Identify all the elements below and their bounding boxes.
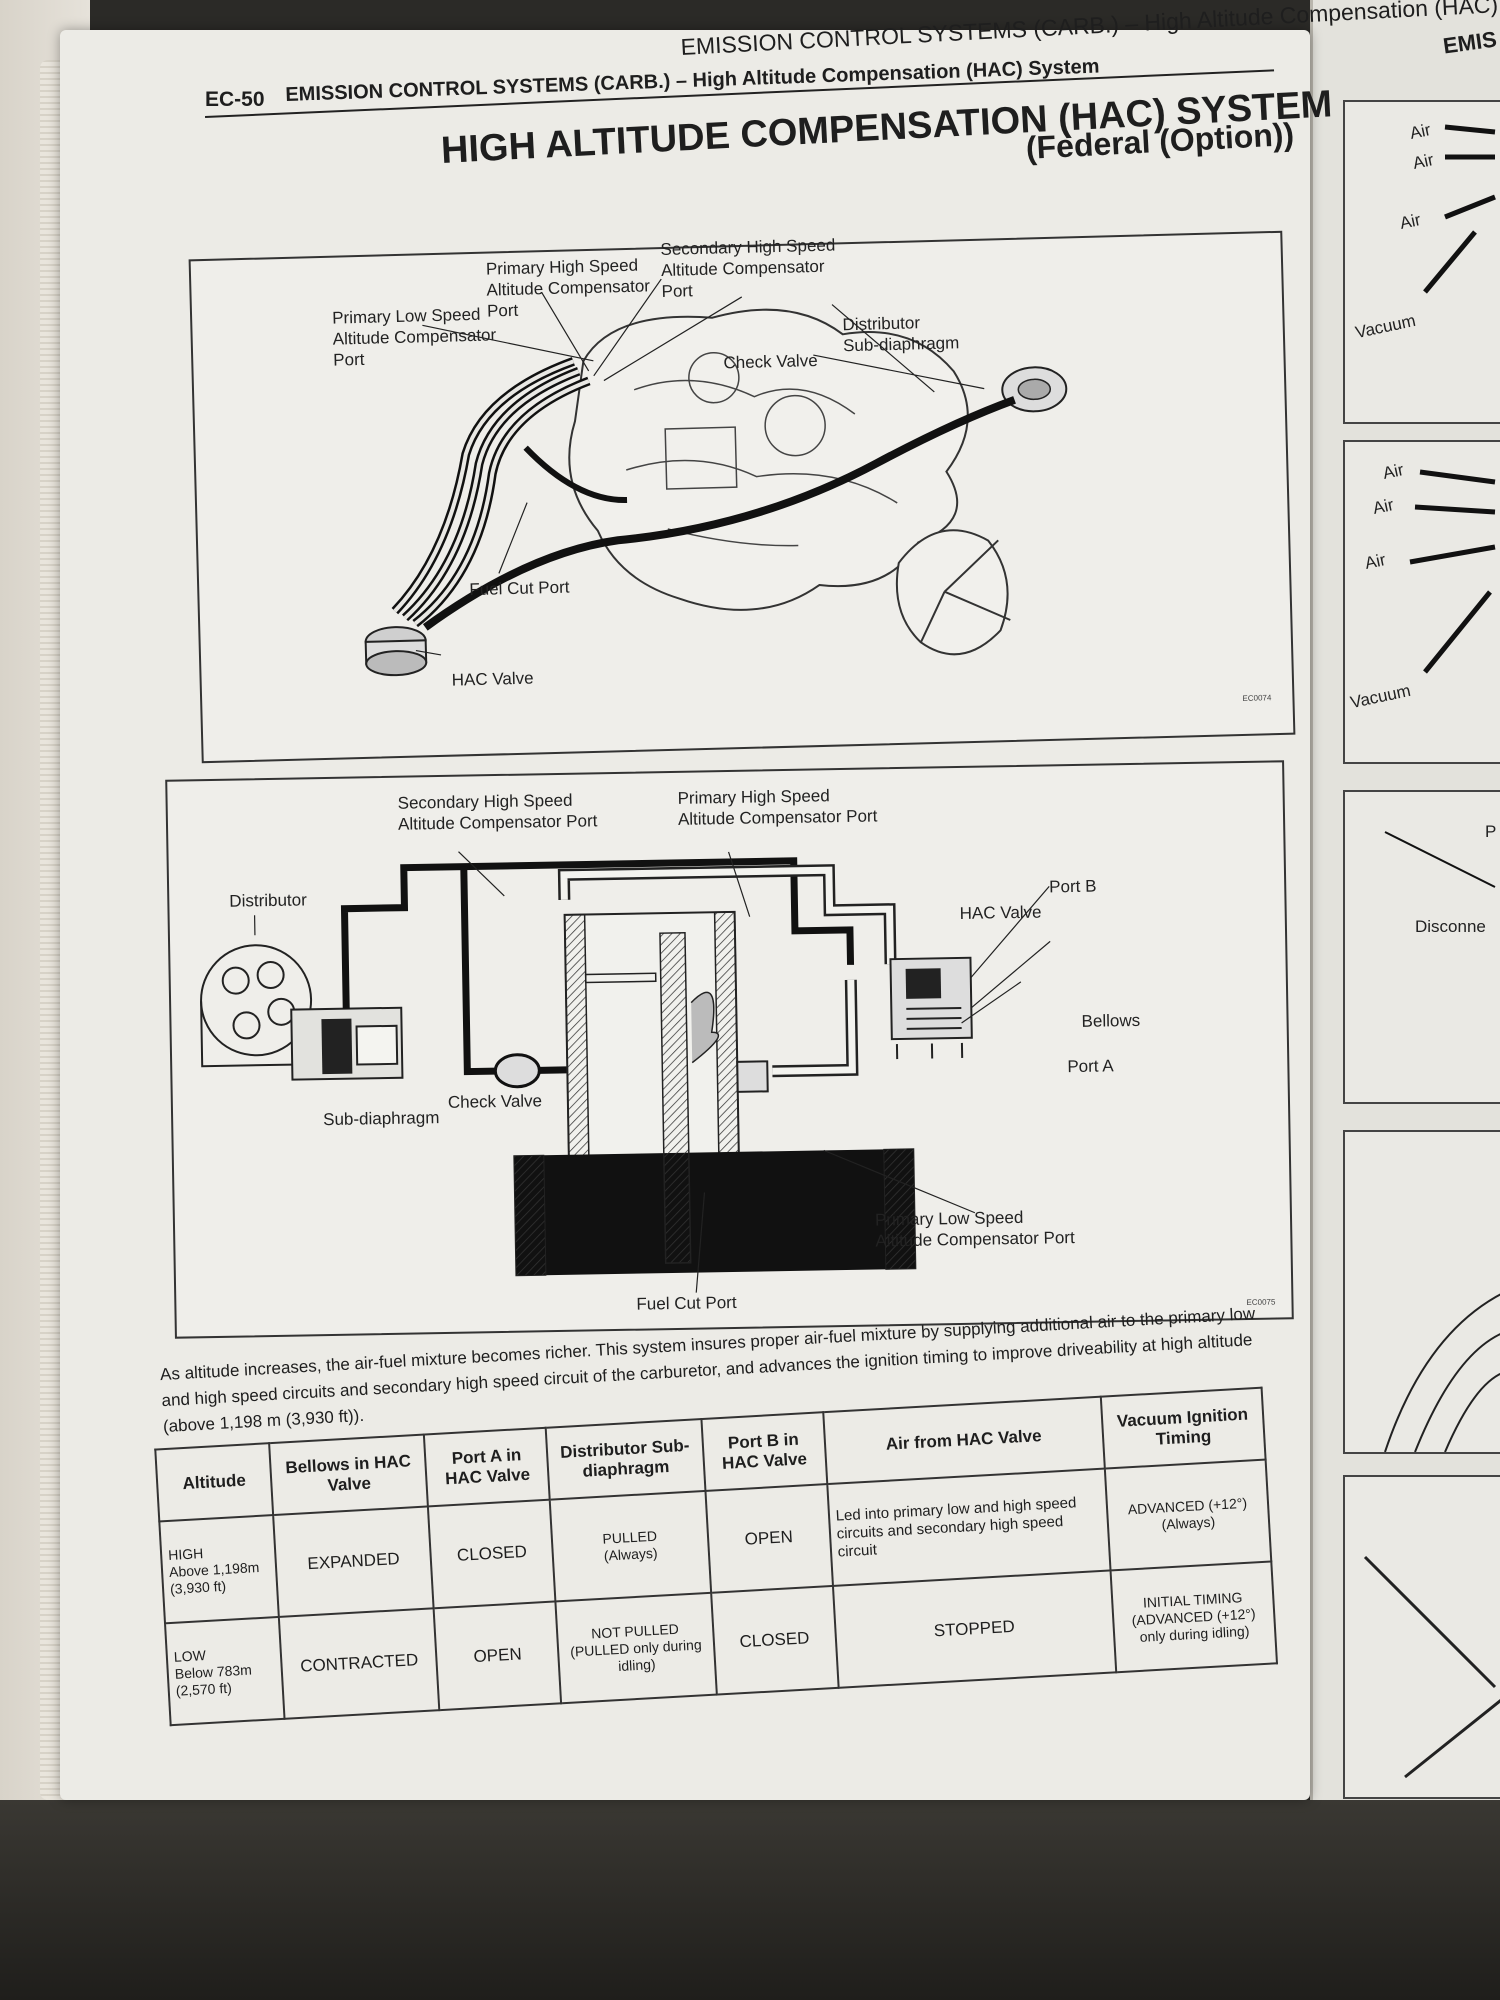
table-header: Vacuum Ignition Timing xyxy=(1100,1387,1266,1469)
engine-illustration xyxy=(364,278,1068,677)
label-check-valve: Check Valve xyxy=(447,1091,543,1112)
facing-label: Air xyxy=(1411,150,1436,173)
facing-figure-5 xyxy=(1343,1475,1500,1799)
background-floor xyxy=(0,1800,1500,2000)
facing-figure-2: Air Air Air Vacuum xyxy=(1343,440,1500,764)
table-cell: Led into primary low and high speed circ… xyxy=(826,1468,1111,1586)
facing-figure-3: P Disconne xyxy=(1343,790,1500,1104)
altitude-range: Above 1,198m (3,930 ft) xyxy=(168,1558,260,1597)
table-header: Altitude xyxy=(155,1443,274,1522)
hac-schematic-diagram: Secondary High Speed Altitude Compensato… xyxy=(165,760,1294,1339)
label-hac-valve: HAC Valve xyxy=(451,668,534,690)
table-cell: OPEN xyxy=(434,1601,562,1711)
sub-diaphragm-note: (PULLED only during idling) xyxy=(569,1635,703,1674)
facing-arrows-2 xyxy=(1409,469,1496,674)
table-cell: OPEN xyxy=(704,1484,833,1593)
label-primary-low-port: Primary Low Speed Altitude Compensator P… xyxy=(331,304,497,370)
hac-schematic xyxy=(200,851,1051,1293)
facing-page: EMIS Air Air Air Vacuum Air Air Air Vacu… xyxy=(1310,0,1500,1800)
table-cell: PULLED (Always) xyxy=(549,1490,711,1602)
facing-label: Air xyxy=(1398,210,1423,233)
label-bellows: Bellows xyxy=(1081,1010,1141,1031)
facing-label: Disconne xyxy=(1415,917,1486,936)
table-cell: INITIAL TIMING (ADVANCED (+12°) only dur… xyxy=(1110,1561,1277,1673)
facing-figure-4 xyxy=(1343,1130,1500,1454)
label-distributor: Distributor xyxy=(229,890,307,911)
table-header: Distributor Sub-diaphragm xyxy=(545,1419,705,1500)
label-port-a: Port A xyxy=(1067,1056,1114,1077)
page-number: EC-50 xyxy=(205,88,265,111)
label-secondary-high-port: Secondary High Speed Altitude Compensato… xyxy=(660,235,836,302)
altitude-range: Below 783m (2,570 ft) xyxy=(174,1661,253,1699)
label-fuel-cut-port: Fuel Cut Port xyxy=(469,577,570,600)
table-cell: EXPANDED xyxy=(273,1506,435,1617)
table-cell: CLOSED xyxy=(710,1585,839,1695)
facing-arrows-1 xyxy=(1423,124,1496,294)
label-sub-diaphragm: Sub-diaphragm xyxy=(322,1108,440,1130)
label-hac-valve: HAC Valve xyxy=(959,902,1042,923)
facing-label: Air xyxy=(1381,460,1406,483)
label-fuel-cut-port: Fuel Cut Port xyxy=(636,1292,737,1314)
table-cell: ADVANCED (+12°) (Always) xyxy=(1104,1459,1272,1571)
facing-arrows-3 xyxy=(1384,831,1496,888)
facing-label: Air xyxy=(1371,495,1396,518)
facing-drawing-4 xyxy=(1384,1293,1500,1453)
label-port-b: Port B xyxy=(1049,876,1097,897)
timing-note: (ADVANCED (+12°) only during idling) xyxy=(1131,1604,1256,1645)
table-header: Port A in HAC Valve xyxy=(424,1427,550,1507)
table-cell-altitude: HIGH Above 1,198m (3,930 ft) xyxy=(159,1515,279,1624)
label-primary-high-port: Primary High Speed Altitude Compensator … xyxy=(485,255,651,321)
label-secondary-high-port: Secondary High Speed Altitude Compensato… xyxy=(397,790,598,834)
facing-drawing-5 xyxy=(1363,1555,1500,1779)
table-cell: STOPPED xyxy=(832,1570,1116,1688)
table-cell: NOT PULLED (PULLED only during idling) xyxy=(555,1592,717,1704)
facing-label: Air xyxy=(1363,550,1388,573)
table-cell-altitude: LOW Below 783m (2,570 ft) xyxy=(165,1616,285,1726)
table-cell: CLOSED xyxy=(428,1499,556,1609)
hac-operation-table: Altitude Bellows in HAC Valve Port A in … xyxy=(154,1387,1278,1727)
facing-label: P xyxy=(1485,822,1497,841)
label-primary-low-port: Primary Low Speed Altitude Compensator P… xyxy=(874,1207,1075,1251)
label-distributor-sub-diaphragm: Distributor Sub-diaphragm xyxy=(842,313,960,356)
figure-code: EC0074 xyxy=(1242,693,1272,703)
facing-page-header: EMIS xyxy=(1441,26,1499,59)
label-check-valve: Check Valve xyxy=(723,350,818,373)
facing-label: Air xyxy=(1408,120,1433,143)
table-cell: CONTRACTED xyxy=(278,1608,440,1719)
engine-routing-diagram: Primary Low Speed Altitude Compensator P… xyxy=(188,230,1296,764)
label-primary-high-port: Primary High Speed Altitude Compensator … xyxy=(677,786,878,829)
description-and-table: As altitude increases, the air-fuel mixt… xyxy=(145,1292,1293,1794)
table-header: Port B in HAC Valve xyxy=(700,1412,827,1491)
facing-figure-1: Air Air Air Vacuum xyxy=(1343,100,1500,424)
table-header: Bellows in HAC Valve xyxy=(269,1434,429,1516)
